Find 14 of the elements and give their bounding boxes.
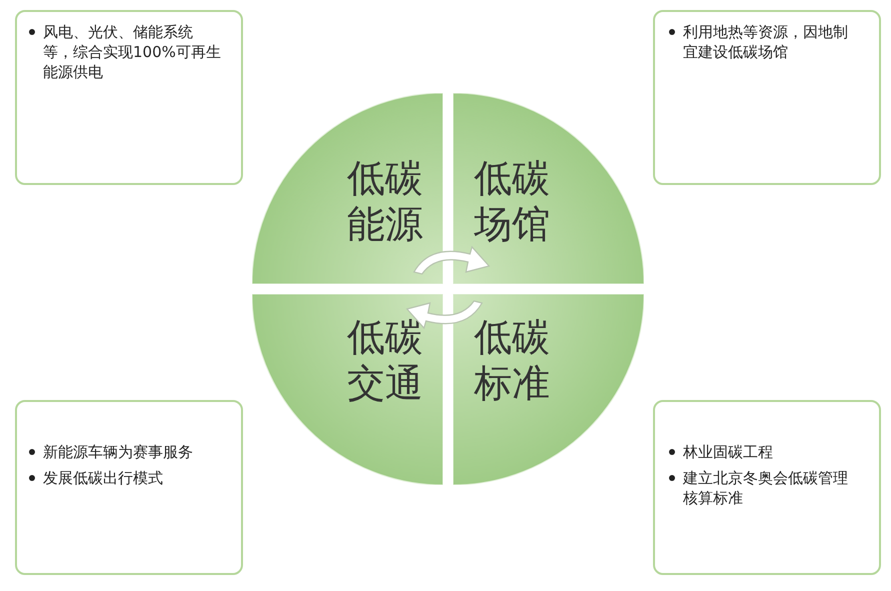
text-box: [653, 400, 881, 575]
text-box: [15, 10, 243, 185]
segment-title: 低碳场馆: [473, 155, 551, 247]
segment-title: 低碳标准: [473, 314, 551, 406]
text-box: [15, 400, 243, 575]
bullet-text: 发展低碳出行模式: [43, 469, 163, 487]
bullet-text: 新能源车辆为赛事服务: [43, 443, 193, 461]
bullet-text: 风电、光伏、储能系统等，综合实现100%可再生能源供电: [43, 23, 221, 81]
segment-title: 低碳能源: [346, 155, 424, 247]
bullet-text: 林业固碳工程: [683, 443, 773, 461]
segment-title: 低碳交通: [346, 314, 424, 406]
bullet-text: 利用地热等资源，因地制宜建设低碳场馆: [683, 23, 848, 61]
text-box: [653, 10, 881, 185]
bullet-text: 建立北京冬奥会低碳管理核算标准: [683, 469, 848, 507]
